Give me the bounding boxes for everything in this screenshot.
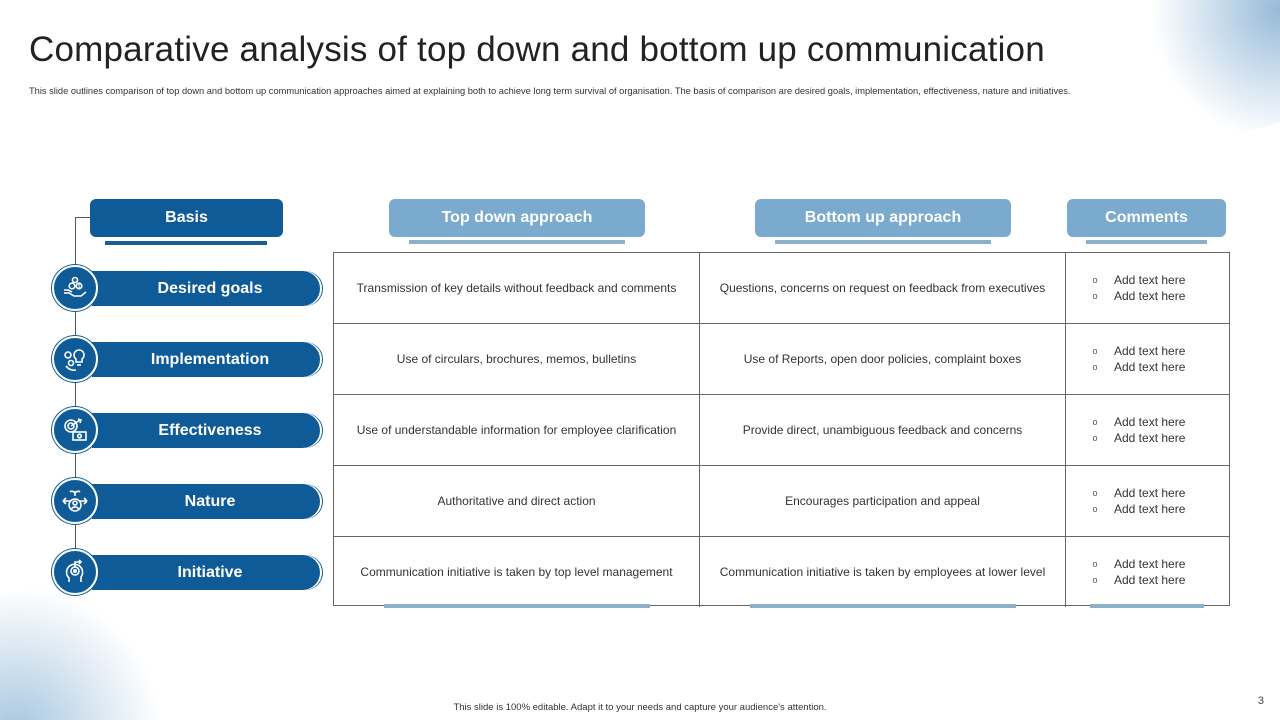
list-item: o Add text here (1076, 430, 1185, 446)
basis-label: Desired goals (92, 271, 320, 306)
top-down-bottom-accent (384, 604, 650, 608)
comment-text: Add text here (1114, 557, 1186, 571)
bullet-circle-icon: o (1092, 488, 1098, 498)
slide-footer-note: This slide is 100% editable. Adapt it to… (453, 702, 827, 713)
bullet-circle-icon: o (1092, 504, 1098, 514)
comments-column-header: Comments (1067, 199, 1226, 237)
bottom-up-cell: Encourages participation and appeal (700, 466, 1066, 536)
list-item: o Add text here (1076, 272, 1185, 288)
bullet-circle-icon: o (1092, 291, 1098, 301)
basis-label: Implementation (92, 342, 320, 377)
basis-row-initiative: Initiative (52, 549, 322, 595)
comment-text: Add text here (1114, 415, 1186, 429)
comparison-table: Transmission of key details without feed… (333, 252, 1230, 607)
bullet-circle-icon: o (1092, 346, 1098, 356)
basis-label: Nature (92, 484, 320, 519)
basis-label: Effectiveness (92, 413, 320, 448)
comment-text: Add text here (1114, 573, 1186, 587)
table-row: Use of circulars, brochures, memos, bull… (334, 324, 1229, 395)
bottom-up-cell: Communication initiative is taken by emp… (700, 537, 1066, 607)
bullet-circle-icon: o (1092, 362, 1098, 372)
list-item: o Add text here (1076, 414, 1185, 430)
top-down-cell: Use of circulars, brochures, memos, bull… (334, 324, 700, 394)
basis-header-underline (105, 241, 267, 245)
top-down-cell: Authoritative and direct action (334, 466, 700, 536)
basis-row-implementation: Implementation (52, 336, 322, 382)
list-item: o Add text here (1076, 343, 1185, 359)
comment-text: Add text here (1114, 360, 1186, 374)
list-item: o Add text here (1076, 485, 1185, 501)
basis-row-nature: Nature (52, 478, 322, 524)
table-row: Transmission of key details without feed… (334, 253, 1229, 324)
bottom-up-cell: Questions, concerns on request on feedba… (700, 253, 1066, 323)
bottom-up-cell: Provide direct, unambiguous feedback and… (700, 395, 1066, 465)
table-row: Use of understandable information for em… (334, 395, 1229, 466)
top-down-header-underline (409, 240, 625, 244)
list-item: o Add text here (1076, 572, 1185, 588)
slide-title: Comparative analysis of top down and bot… (29, 30, 1045, 69)
basis-connector-line (75, 217, 76, 572)
table-row: Authoritative and direct action Encourag… (334, 466, 1229, 537)
svg-text:$: $ (78, 284, 81, 290)
bottom-up-column-header: Bottom up approach (755, 199, 1011, 237)
basis-label: Initiative (92, 555, 320, 590)
comment-text: Add text here (1114, 431, 1186, 445)
comment-text: Add text here (1114, 289, 1186, 303)
bullet-circle-icon: o (1092, 417, 1098, 427)
bullet-circle-icon: o (1092, 559, 1098, 569)
target-money-icon (52, 407, 98, 453)
comments-header-underline (1086, 240, 1207, 244)
top-down-cell: Use of understandable information for em… (334, 395, 700, 465)
decorative-corner-gradient-bottom-left (0, 590, 160, 720)
bullet-circle-icon: o (1092, 275, 1098, 285)
bullet-circle-icon: o (1092, 575, 1098, 585)
comment-text: Add text here (1114, 344, 1186, 358)
basis-row-effectiveness: Effectiveness (52, 407, 322, 453)
bottom-up-bottom-accent (750, 604, 1016, 608)
comment-text: Add text here (1114, 502, 1186, 516)
list-item: o Add text here (1076, 288, 1185, 304)
list-item: o Add text here (1076, 501, 1185, 517)
top-down-cell: Communication initiative is taken by top… (334, 537, 700, 607)
person-growth-arrows-icon (52, 478, 98, 524)
comment-text: Add text here (1114, 486, 1186, 500)
basis-column-header: Basis (90, 199, 283, 237)
basis-row-desired-goals: Desired goals $ (52, 265, 322, 311)
comments-bottom-accent (1090, 604, 1204, 608)
gears-lightbulb-icon (52, 336, 98, 382)
decorative-corner-gradient-top-right (1140, 0, 1280, 130)
bullet-circle-icon: o (1092, 433, 1098, 443)
table-row: Communication initiative is taken by top… (334, 537, 1229, 607)
slide-subtitle: This slide outlines comparison of top do… (29, 86, 1071, 96)
bottom-up-cell: Use of Reports, open door policies, comp… (700, 324, 1066, 394)
hand-coins-icon: $ (52, 265, 98, 311)
top-down-column-header: Top down approach (389, 199, 645, 237)
list-item: o Add text here (1076, 359, 1185, 375)
bottom-up-header-underline (775, 240, 991, 244)
comment-text: Add text here (1114, 273, 1186, 287)
list-item: o Add text here (1076, 556, 1185, 572)
basis-connector-tick (75, 217, 91, 218)
page-number: 3 (1257, 695, 1264, 707)
top-down-cell: Transmission of key details without feed… (334, 253, 700, 323)
head-gear-icon (52, 549, 98, 595)
